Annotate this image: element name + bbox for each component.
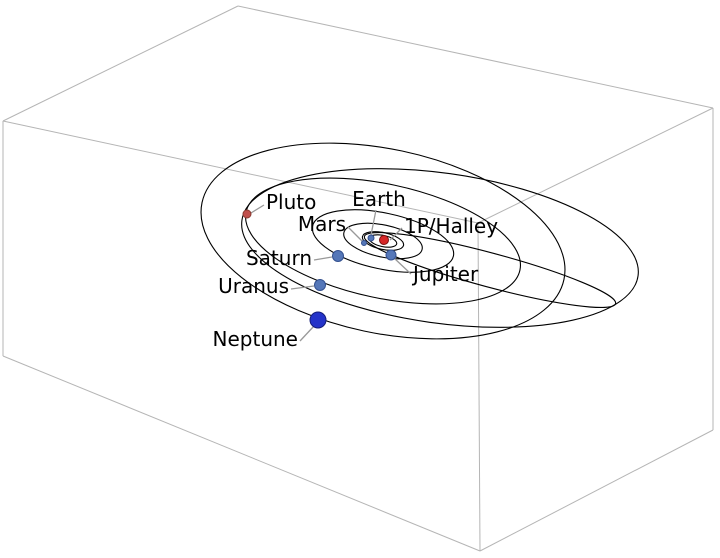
leader-line-neptune (299, 325, 315, 342)
axes-box-edge (2, 120, 479, 224)
label-earth: Earth (352, 187, 406, 211)
leader-line-uranus (290, 285, 315, 290)
leader-line-pluto (250, 204, 265, 214)
planet-dot-earth (367, 234, 375, 242)
planet-dot-pluto (242, 209, 252, 219)
label-pluto: Pluto (266, 190, 316, 214)
leader-line-jupiter (393, 257, 412, 275)
axes-box-edge (2, 5, 239, 122)
label-saturn: Saturn (246, 246, 312, 270)
label-jupiter: Jupiter (411, 262, 479, 286)
planet-dot-uranus (314, 279, 326, 291)
orbit-1p-halley (363, 232, 617, 308)
leader-line-mars (347, 226, 363, 242)
planet-dot-saturn (332, 250, 344, 262)
planet-dot-1p-halley (379, 235, 389, 245)
label-1p-halley: 1P/Halley (404, 214, 498, 238)
axes-box-edge (477, 107, 714, 224)
planet-dot-jupiter (385, 249, 397, 261)
orbit-saturn (311, 209, 455, 273)
axes-box-edge (2, 355, 481, 552)
label-neptune: Neptune (213, 327, 298, 351)
leader-line-earth (370, 209, 377, 236)
orbit-neptune (200, 142, 566, 340)
leader-line-saturn (313, 256, 333, 261)
leader-line-1p-halley (389, 227, 403, 241)
label-uranus: Uranus (218, 274, 289, 298)
planet-dot-mars (361, 240, 367, 246)
axes-box-edge (477, 222, 481, 552)
orbit-jupiter (343, 222, 423, 260)
label-mars: Mars (298, 212, 346, 236)
orbit-pluto (241, 168, 639, 328)
axes-box-edge (479, 429, 714, 552)
planet-dot-neptune (309, 311, 327, 329)
axes-box-edge (237, 5, 714, 109)
